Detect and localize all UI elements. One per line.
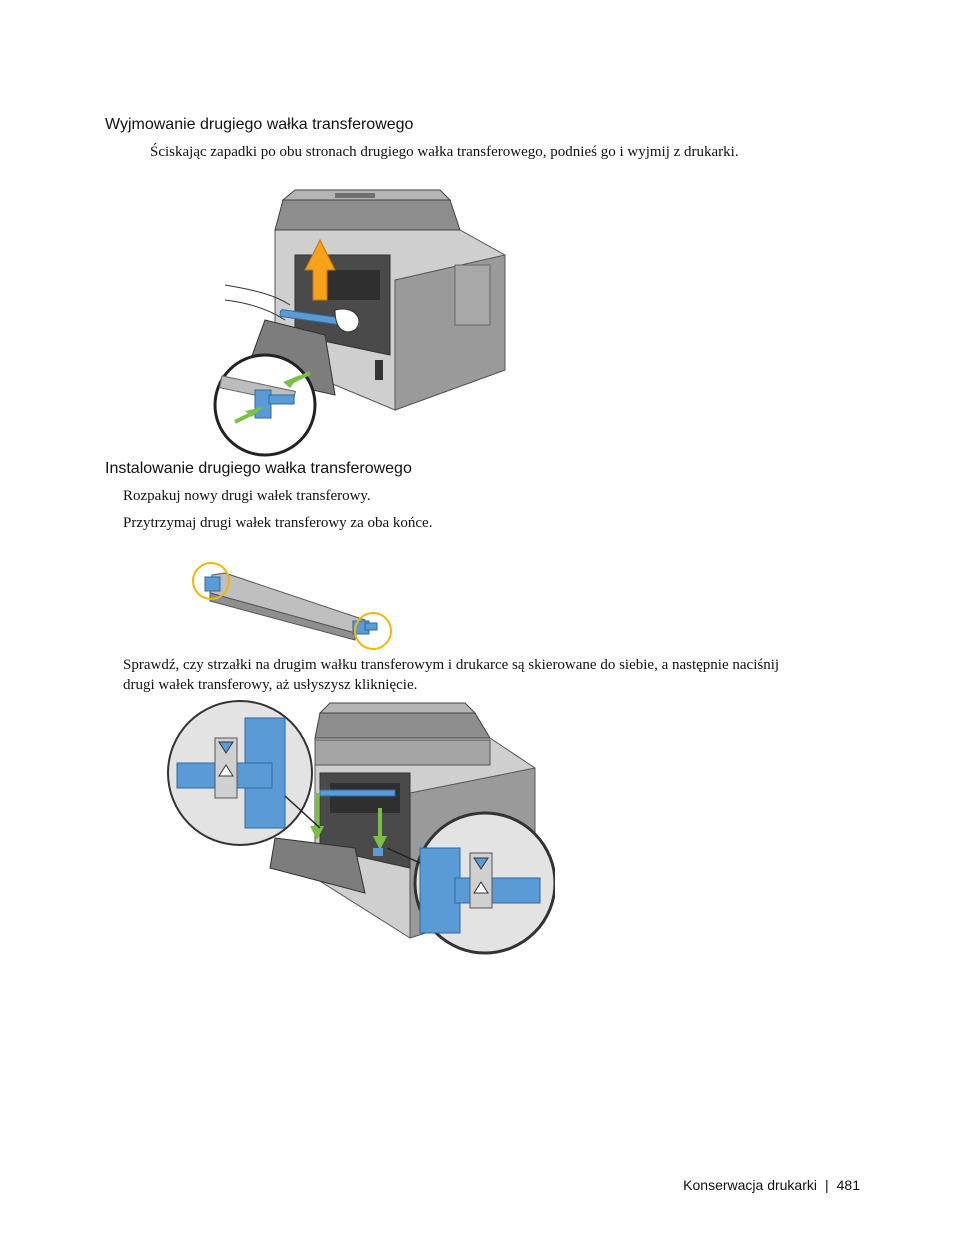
figure-remove-roller [205, 185, 515, 457]
install-step-3-text-line2: drugi wałek transferowy, aż usłyszysz kl… [123, 677, 418, 693]
install-step-1-text: Rozpakuj nowy drugi wałek transferowy. [123, 488, 371, 504]
install-step-3-text-line1: Sprawdź, czy strzałki na drugim wałku tr… [123, 657, 780, 673]
section-heading-installation: Instalowanie drugiego wałka transferoweg… [105, 460, 412, 477]
install-step-2-text: Przytrzymaj drugi wałek transferowy za o… [123, 515, 433, 531]
printer-insert-illustration [167, 700, 555, 955]
footer-separator: | [825, 1177, 829, 1193]
footer-chapter-title: Konserwacja drukarki [683, 1177, 817, 1193]
removal-step-text: Ściskając zapadki po obu stronach drugie… [150, 144, 739, 160]
roller-illustration [192, 562, 392, 650]
footer-page-number: 481 [836, 1177, 860, 1193]
printer-remove-illustration [213, 189, 506, 457]
section-heading-removal: Wyjmowanie drugiego wałka transferowego [105, 116, 414, 133]
figure-roller-ends [190, 555, 400, 655]
page-footer: Konserwacja drukarki | 481 [683, 1177, 860, 1193]
figure-insert-roller [155, 698, 555, 963]
